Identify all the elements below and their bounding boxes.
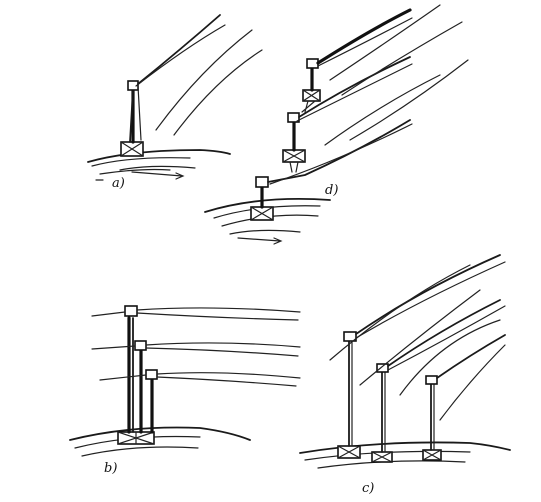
panel-d-winch-cross xyxy=(250,206,274,221)
panel-c-cable-1b xyxy=(355,261,506,339)
panel-a-ground xyxy=(87,149,231,163)
panel-c-cable-2b xyxy=(387,305,506,371)
panel-a-stream-1 xyxy=(155,29,253,131)
panel-b-pulley-3 xyxy=(145,369,158,380)
panel-a-ground-hatch xyxy=(91,157,196,175)
panel-b-pulley-2 xyxy=(134,340,147,351)
panel-b-label: b) xyxy=(104,461,117,476)
panel-c-stream-3 xyxy=(439,344,506,421)
panel-d-cable-3b xyxy=(317,17,413,67)
panel-c-pulley-3 xyxy=(425,375,438,385)
panel-c-cable-2 xyxy=(387,299,501,367)
panel-b-cable-3b xyxy=(156,376,297,387)
panel-a-stay xyxy=(129,89,134,143)
panel-d-winch-cross-3 xyxy=(302,89,321,102)
panel-b-cable-1 xyxy=(91,307,301,317)
panel-c-stream-1 xyxy=(329,264,471,361)
panel-a-label: a) xyxy=(112,176,125,191)
panel-d: d) xyxy=(204,4,469,245)
panel-c-cable-1 xyxy=(355,254,501,335)
panel-a: a) xyxy=(87,14,263,191)
panel-c-stream-2 xyxy=(399,319,501,396)
panel-d-cable-2 xyxy=(298,56,411,118)
panel-c-label: c) xyxy=(362,481,374,496)
panel-d-stream-3 xyxy=(341,21,463,96)
panel-d-link-2 xyxy=(289,161,299,173)
panel-d-pulley-3 xyxy=(306,58,319,69)
panel-b-ground xyxy=(69,426,251,441)
panel-c-pulley-2 xyxy=(376,363,389,373)
panel-d-link-3 xyxy=(301,100,316,113)
panel-b-cable-2b xyxy=(145,347,299,357)
panel-c-pulley-1 xyxy=(343,331,357,342)
panel-d-flow-arrow xyxy=(237,237,281,242)
panel-d-cable-2b xyxy=(296,63,413,122)
panel-c-stream-4 xyxy=(359,289,481,386)
panel-a-winch-cross xyxy=(120,141,144,157)
panel-d-winch-cross-2 xyxy=(282,149,306,163)
panel-b-cable-1b xyxy=(136,312,299,321)
panel-d-cable-1b xyxy=(269,123,413,185)
panel-c-winch-cross-2 xyxy=(371,451,393,463)
panel-c-cable-3 xyxy=(436,334,506,379)
panel-c-winch-cross-3 xyxy=(422,449,442,461)
panel-b-cable-2 xyxy=(91,342,301,350)
panel-a-cable-1 xyxy=(137,14,221,85)
panel-b-pulley-1 xyxy=(124,305,138,317)
panel-a-stream-2 xyxy=(173,49,263,136)
panel-d-stream-4 xyxy=(349,59,469,141)
panel-d-stream-2 xyxy=(329,4,441,81)
panel-d-ground xyxy=(204,197,331,213)
panel-c: c) xyxy=(299,254,511,496)
panel-b-cable-3 xyxy=(99,372,301,381)
panel-d-label: d) xyxy=(325,183,338,198)
panel-b: b) xyxy=(69,305,301,476)
panel-a-cable-2 xyxy=(135,24,226,87)
panel-a-flow-arrowhead xyxy=(175,172,185,180)
panel-d-pulley-1 xyxy=(255,176,269,188)
panel-d-stream-1 xyxy=(324,74,441,146)
panel-d-cable-3 xyxy=(316,8,412,65)
panel-a-tether xyxy=(137,85,142,141)
panel-d-ground-extra xyxy=(229,229,301,235)
panel-a-flow-arrow xyxy=(131,171,183,177)
panel-d-flow-arrowhead xyxy=(273,237,283,245)
panel-b-winch-cross xyxy=(117,431,155,445)
panel-c-winch-cross-1 xyxy=(337,445,361,459)
